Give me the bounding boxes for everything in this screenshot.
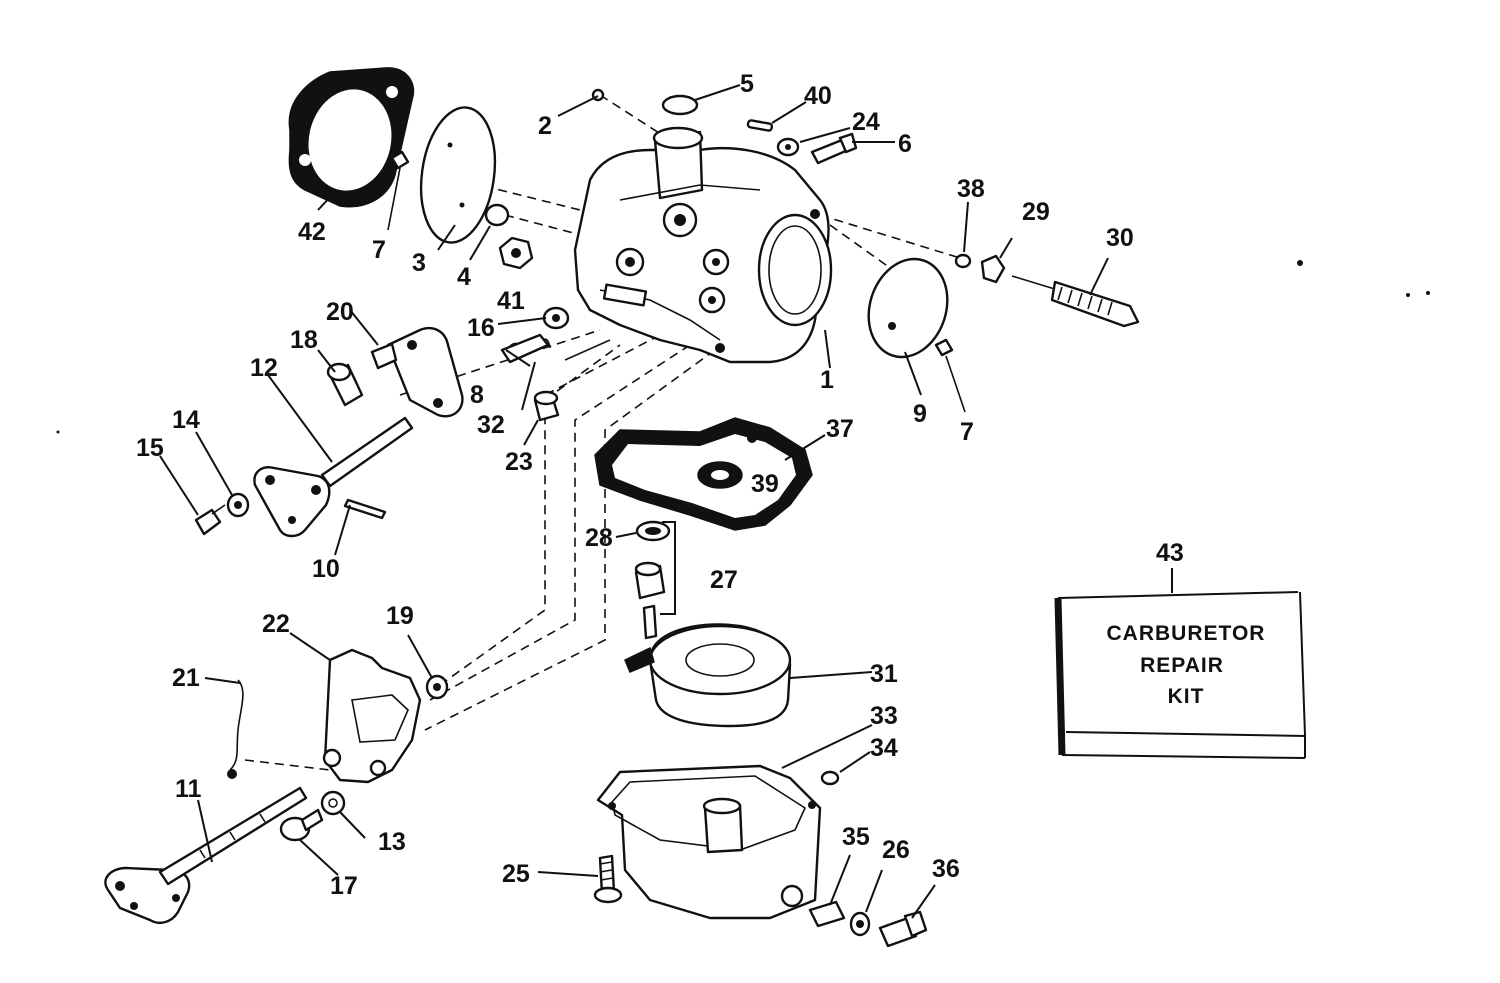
callout-35: 35 — [842, 823, 870, 851]
callout-41: 41 — [497, 287, 525, 315]
callout-43: 43 — [1156, 539, 1184, 567]
callout-23: 23 — [505, 448, 533, 476]
part-10-pin — [343, 498, 387, 520]
callout-38: 38 — [957, 175, 985, 203]
callout-14: 14 — [172, 406, 200, 434]
callout-42: 42 — [298, 218, 326, 246]
scan-specks — [56, 260, 1430, 434]
callout-17: 17 — [330, 872, 358, 900]
part-32-pin — [564, 339, 611, 361]
part-12-throttle-shaft — [253, 416, 414, 538]
part-20-link — [370, 326, 464, 418]
callout-7b: 7 — [960, 418, 974, 446]
part-5-plug — [661, 94, 699, 116]
callout-13: 13 — [378, 828, 406, 856]
callout-19: 19 — [386, 602, 414, 630]
callout-39: 39 — [751, 470, 779, 498]
part-28-washer — [635, 520, 671, 542]
callout-34: 34 — [870, 734, 898, 762]
part-35-jet — [808, 900, 846, 928]
part-25-screw — [593, 854, 623, 904]
part-21-spring — [227, 679, 244, 779]
part-33-float-bowl — [596, 764, 822, 920]
part-8-spring — [500, 333, 551, 364]
callout-22: 22 — [262, 610, 290, 638]
part-43-repair-kit-box: CARBURETOR REPAIR KIT — [1054, 591, 1307, 759]
part-13-washer — [320, 790, 346, 816]
callout-32: 32 — [477, 411, 505, 439]
kit-label-line-2: REPAIR — [1140, 654, 1224, 677]
part-23-cap — [533, 390, 560, 422]
callout-25: 25 — [502, 860, 530, 888]
callout-26: 26 — [882, 836, 910, 864]
part-7-screw-lower — [934, 338, 966, 413]
callout-36: 36 — [932, 855, 960, 883]
callout-18: 18 — [290, 326, 318, 354]
part-22-cover-plate — [322, 648, 422, 784]
callout-16: 16 — [467, 314, 495, 342]
part-26-gasket — [849, 911, 871, 937]
part-41-nut — [498, 236, 534, 270]
callout-28: 28 — [585, 524, 613, 552]
callout-24: 24 — [852, 108, 880, 136]
part-16-washer — [542, 306, 570, 330]
part-36-plug — [878, 910, 928, 948]
part-4-ball — [484, 203, 510, 227]
callout-1: 1 — [820, 366, 834, 394]
callout-2: 2 — [538, 112, 552, 140]
kit-label-line-3: KIT — [1168, 685, 1205, 708]
callout-31: 31 — [870, 660, 898, 688]
callout-8: 8 — [470, 381, 484, 409]
part-6-screw — [810, 132, 858, 165]
callout-29: 29 — [1022, 198, 1050, 226]
part-11-throttle-lever — [104, 786, 308, 924]
part-38-plug — [954, 253, 972, 269]
callout-33: 33 — [870, 702, 898, 730]
part-39-washer — [697, 461, 743, 489]
part-34-plug — [820, 770, 840, 786]
part-31-float — [624, 623, 792, 728]
part-15-screw — [194, 504, 226, 536]
part-24-washer — [776, 137, 800, 157]
callout-5: 5 — [740, 70, 754, 98]
leader-lines — [159, 84, 1173, 919]
part-27-needle-seat — [634, 521, 676, 640]
callout-15: 15 — [136, 434, 164, 462]
callout-6: 6 — [898, 130, 912, 158]
part-40-pin — [746, 119, 774, 132]
kit-label-line-1: CARBURETOR — [1107, 622, 1266, 645]
part-7-screw-upper — [387, 150, 410, 231]
callout-12: 12 — [250, 354, 278, 382]
part-30-needle-valve — [1011, 275, 1140, 328]
part-17-screw — [279, 808, 324, 842]
callout-3: 3 — [412, 249, 426, 277]
part-9-choke-plate — [867, 257, 949, 359]
callout-27: 27 — [710, 566, 738, 594]
part-1-carburetor-body — [573, 126, 833, 364]
callout-labels: 1 2 3 4 5 6 7 7 8 9 10 11 12 13 14 15 16… — [136, 70, 1184, 900]
callout-10: 10 — [312, 555, 340, 583]
part-14-washer — [226, 492, 250, 518]
callout-21: 21 — [172, 664, 200, 692]
callout-40: 40 — [804, 82, 832, 110]
part-29-packing — [980, 254, 1006, 284]
part-42-flange-gasket — [288, 67, 415, 208]
part-19-washer — [425, 674, 449, 700]
part-18-roller — [326, 362, 364, 407]
callout-9: 9 — [913, 400, 927, 428]
callout-7a: 7 — [372, 236, 386, 264]
callout-37: 37 — [826, 415, 854, 443]
callout-11: 11 — [175, 775, 202, 803]
callout-30: 30 — [1106, 224, 1134, 252]
callout-4: 4 — [457, 263, 471, 291]
part-3-throttle-plate — [419, 106, 497, 244]
callout-20: 20 — [326, 298, 354, 326]
